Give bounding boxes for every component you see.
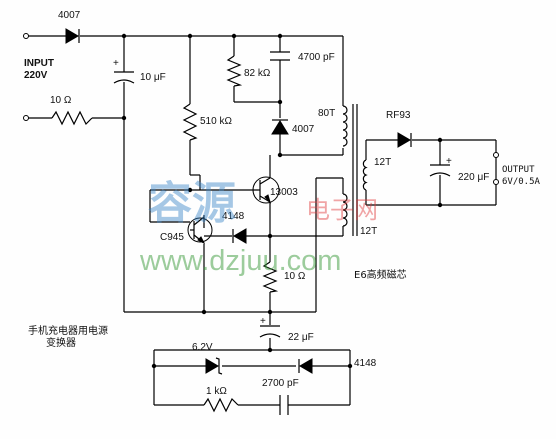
transformer-secondary-12t <box>362 159 368 191</box>
diode-rf93 <box>397 132 412 148</box>
watermark-logo: 容源 <box>148 178 236 229</box>
label-r-1k: 1 kΩ <box>206 386 227 397</box>
resistor-10-ohm-input <box>51 110 93 126</box>
label-12t-secondary: 12T <box>374 157 391 168</box>
label-r-10: 10 Ω <box>284 271 306 282</box>
wires <box>28 35 497 406</box>
transistor-13003 <box>252 176 280 204</box>
label-d-4148a: 4148 <box>222 211 245 222</box>
label-title-line1: 手机充电器用电源 <box>28 324 108 337</box>
label-title-line2: 变换器 <box>46 336 76 349</box>
output-terminal-minus <box>493 179 499 185</box>
label-12t-feedback: 12T <box>360 226 377 237</box>
junction-dots <box>121 33 443 369</box>
capacitor-2700pf <box>279 395 289 415</box>
transformer-feedback-12t <box>342 193 348 227</box>
label-output-rating: 6V/0.5A <box>502 177 541 187</box>
plus-c-in: + <box>113 58 119 69</box>
capacitor-22uf <box>259 325 281 338</box>
resistor-10-ohm-emitter <box>262 261 279 293</box>
diode-4007-input <box>65 28 80 44</box>
watermark-red-text: 电子网 <box>306 196 378 224</box>
label-c-2700: 2700 pF <box>262 378 299 389</box>
label-q-c945: C945 <box>160 232 184 243</box>
label-d-input: 4007 <box>58 10 81 21</box>
label-r-in: 10 Ω <box>50 95 72 106</box>
label-r-510k: 510 kΩ <box>200 116 232 127</box>
label-zener: 6.2V <box>192 342 213 353</box>
label-input: INPUT <box>24 58 54 69</box>
label-c-in: 10 μF <box>140 72 166 83</box>
transistor-c945 <box>187 216 213 245</box>
input-terminal-2 <box>23 115 29 121</box>
label-core: E6高频磁芯 <box>354 268 407 281</box>
label-output: OUTPUT <box>502 165 535 175</box>
zener-6v2 <box>205 357 223 375</box>
output-terminal-plus <box>493 152 499 158</box>
label-80t: 80T <box>318 108 335 119</box>
resistor-82k <box>226 55 243 87</box>
label-input-voltage: 220V <box>24 70 48 81</box>
label-d-rf93: RF93 <box>386 110 411 121</box>
label-c-22: 22 μF <box>288 332 314 343</box>
label-d-4148b: 4148 <box>354 358 377 369</box>
watermark-url: www.dzjuu.com <box>139 245 341 277</box>
label-c-220: 220 μF <box>458 172 489 183</box>
resistor-1k <box>203 397 239 413</box>
label-r-82k: 82 kΩ <box>244 68 271 79</box>
transformer-primary-80t <box>342 105 348 147</box>
capacitor-220uf <box>429 164 451 177</box>
capacitor-10uf <box>113 71 135 84</box>
plus-c-22: + <box>260 316 266 327</box>
diode-4148-feedback <box>232 228 247 244</box>
diode-4148-bottom <box>298 358 313 374</box>
label-q-13003: 13003 <box>270 187 298 198</box>
capacitor-4700pf <box>270 51 290 61</box>
label-c-4700: 4700 pF <box>298 52 335 63</box>
resistor-510k <box>182 103 198 141</box>
label-d-4007b: 4007 <box>292 124 315 135</box>
input-terminal-1 <box>23 33 29 39</box>
diode-4007-snubber <box>271 119 289 135</box>
plus-c-220: + <box>446 156 452 167</box>
transformer-core <box>352 104 358 236</box>
